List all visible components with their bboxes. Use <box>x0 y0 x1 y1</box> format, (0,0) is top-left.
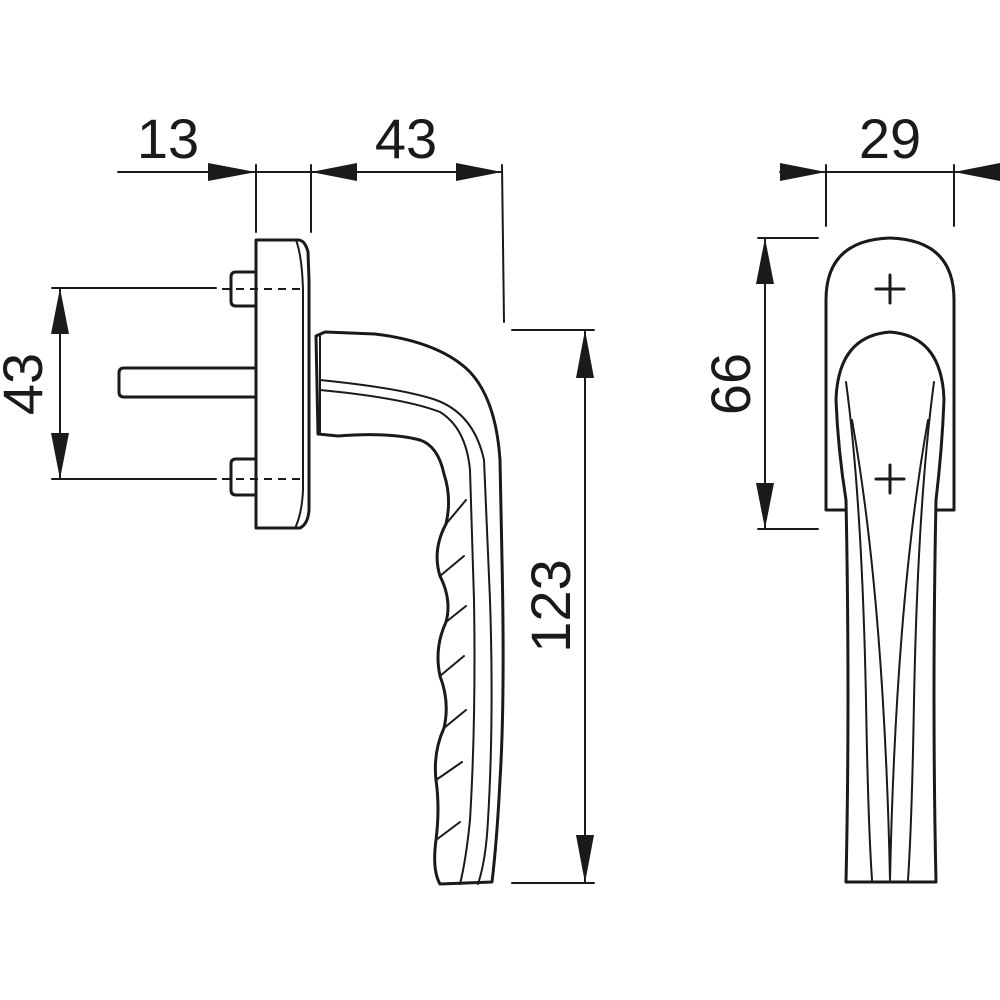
dim-side-width: 29 <box>859 107 921 170</box>
arrow-head <box>756 238 774 284</box>
dim-screw-spacing: 43 <box>0 353 54 415</box>
lever-grip-ridge <box>435 499 467 841</box>
lower-screw <box>229 457 258 497</box>
arrow-head <box>456 163 502 181</box>
rose-plate <box>254 238 311 530</box>
arrow-head <box>51 433 69 479</box>
arrow-head <box>311 163 357 181</box>
dim-spindle-length: 13 <box>137 107 199 170</box>
arrow-head <box>756 483 774 529</box>
lever-front-line <box>845 381 873 881</box>
lever-front-line <box>907 381 935 881</box>
side-view: 13 43 43 123 <box>0 107 595 886</box>
rose-plate-edge <box>295 239 304 527</box>
screw-marker <box>874 273 906 305</box>
arrow-head <box>576 330 594 378</box>
lever-edge-line <box>319 379 493 885</box>
arrow-head <box>954 163 1000 181</box>
dim-rose-to-grip: 43 <box>375 107 437 170</box>
lever-front-line <box>851 419 929 881</box>
handle-lever <box>314 330 505 886</box>
dim-total-height: 123 <box>519 559 582 652</box>
arrow-head <box>208 163 256 181</box>
spindle <box>117 366 258 399</box>
screw-marker <box>874 463 906 495</box>
arrow-head <box>576 835 594 883</box>
dim-rose-height: 66 <box>699 353 762 415</box>
lever-edge-line <box>319 389 476 885</box>
extension-line <box>501 164 505 323</box>
front-view: 29 66 <box>699 107 1000 884</box>
arrow-head <box>51 288 69 334</box>
arrow-head <box>780 163 826 181</box>
upper-screw <box>229 270 258 308</box>
lever-front <box>834 330 946 884</box>
